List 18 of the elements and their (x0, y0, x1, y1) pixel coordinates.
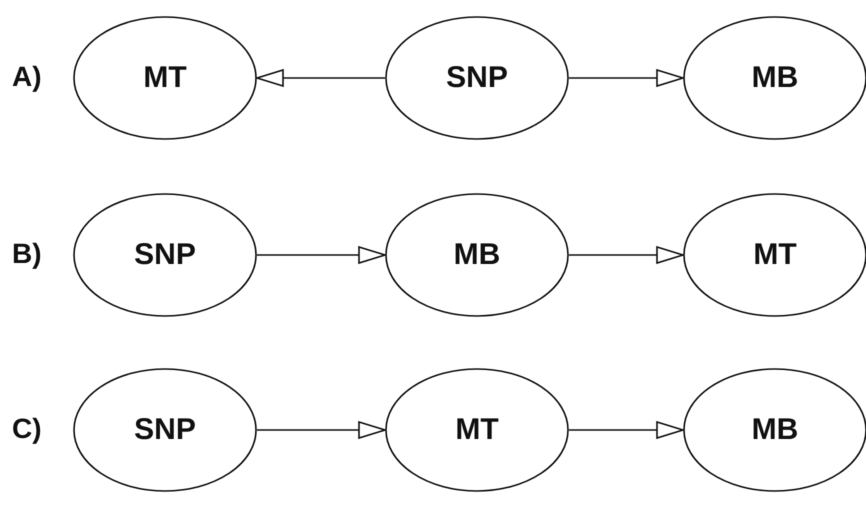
node-label: MB (752, 413, 798, 447)
row-label: C) (12, 413, 42, 445)
arrow (569, 421, 684, 439)
node-label: MT (753, 238, 797, 272)
row-label: A) (12, 61, 42, 93)
node-label: MB (454, 238, 500, 272)
node-label: MT (143, 61, 187, 95)
node-label: MB (752, 61, 798, 95)
arrow (569, 69, 684, 87)
node-label: SNP (134, 238, 196, 272)
arrow (256, 69, 385, 87)
node-label: SNP (446, 61, 508, 95)
node-label: SNP (134, 413, 196, 447)
node-label: MT (455, 413, 499, 447)
arrow (257, 246, 386, 264)
arrow (569, 246, 684, 264)
arrow (257, 421, 386, 439)
row-label: B) (12, 238, 42, 270)
